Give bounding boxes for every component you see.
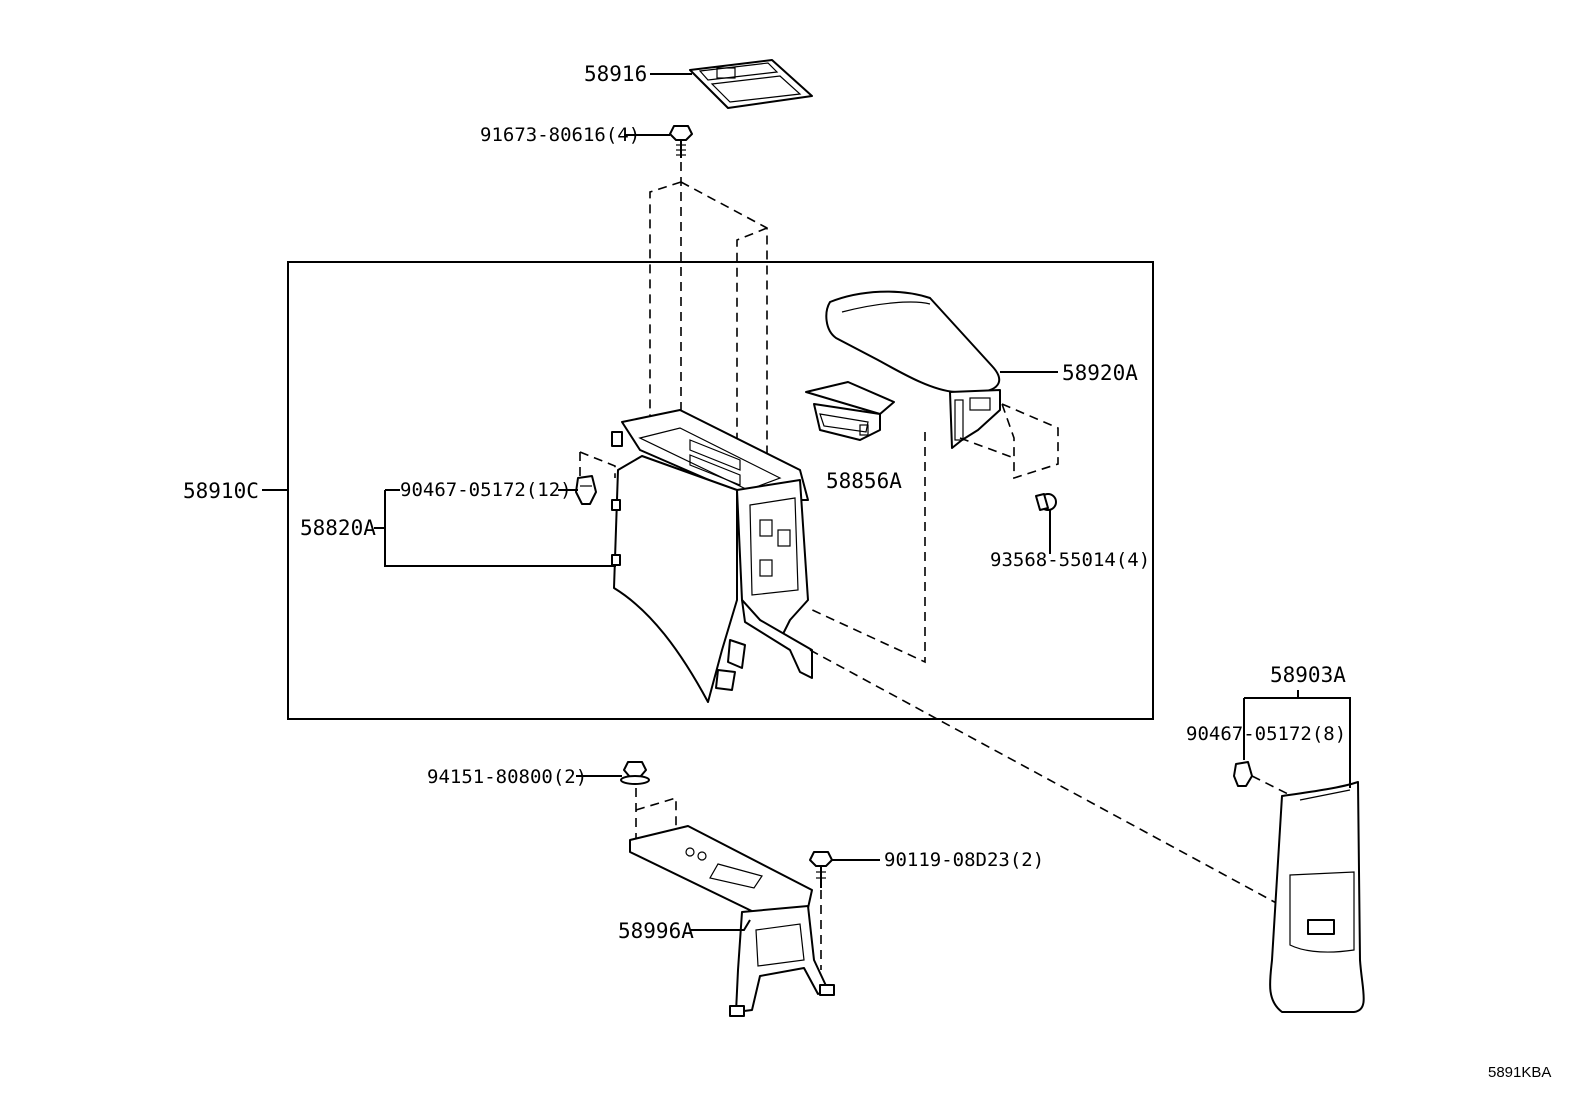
part-93568-screw-icon[interactable] xyxy=(1035,493,1057,554)
part-58916-mat[interactable] xyxy=(689,59,813,109)
part-58820A-console-body[interactable] xyxy=(611,409,813,703)
part-94151-nut-icon[interactable] xyxy=(620,761,650,785)
label-58903A: 58903A xyxy=(1270,663,1346,687)
label-90467-8: 90467-05172(8) xyxy=(1186,723,1346,745)
part-90119-bolt-icon[interactable] xyxy=(809,851,833,888)
label-58916: 58916 xyxy=(584,62,647,86)
part-91673-bolt-icon[interactable] xyxy=(669,125,693,158)
part-90467-clip-8-icon[interactable] xyxy=(1233,761,1253,787)
label-58910C: 58910C xyxy=(183,479,259,503)
part-58903A-rear-panel[interactable] xyxy=(1269,781,1365,1013)
diagram-code: 5891KBA xyxy=(1488,1064,1551,1081)
part-58856A-storage-box[interactable] xyxy=(805,381,895,441)
label-90467-12: 90467-05172(12) xyxy=(400,479,572,501)
label-90119: 90119-08D23(2) xyxy=(884,849,1044,871)
label-58920A: 58920A xyxy=(1062,361,1138,385)
part-90467-clip-icon[interactable] xyxy=(575,475,597,505)
label-58856A: 58856A xyxy=(826,469,902,493)
label-58820A: 58820A xyxy=(300,516,376,540)
part-58996A-bracket[interactable] xyxy=(629,825,835,1017)
part-58920A-armrest-lid[interactable] xyxy=(825,290,1001,449)
label-94151: 94151-80800(2) xyxy=(427,766,587,788)
label-91673: 91673-80616(4) xyxy=(480,124,640,146)
label-58996A: 58996A xyxy=(618,919,694,943)
label-93568: 93568-55014(4) xyxy=(990,549,1150,571)
